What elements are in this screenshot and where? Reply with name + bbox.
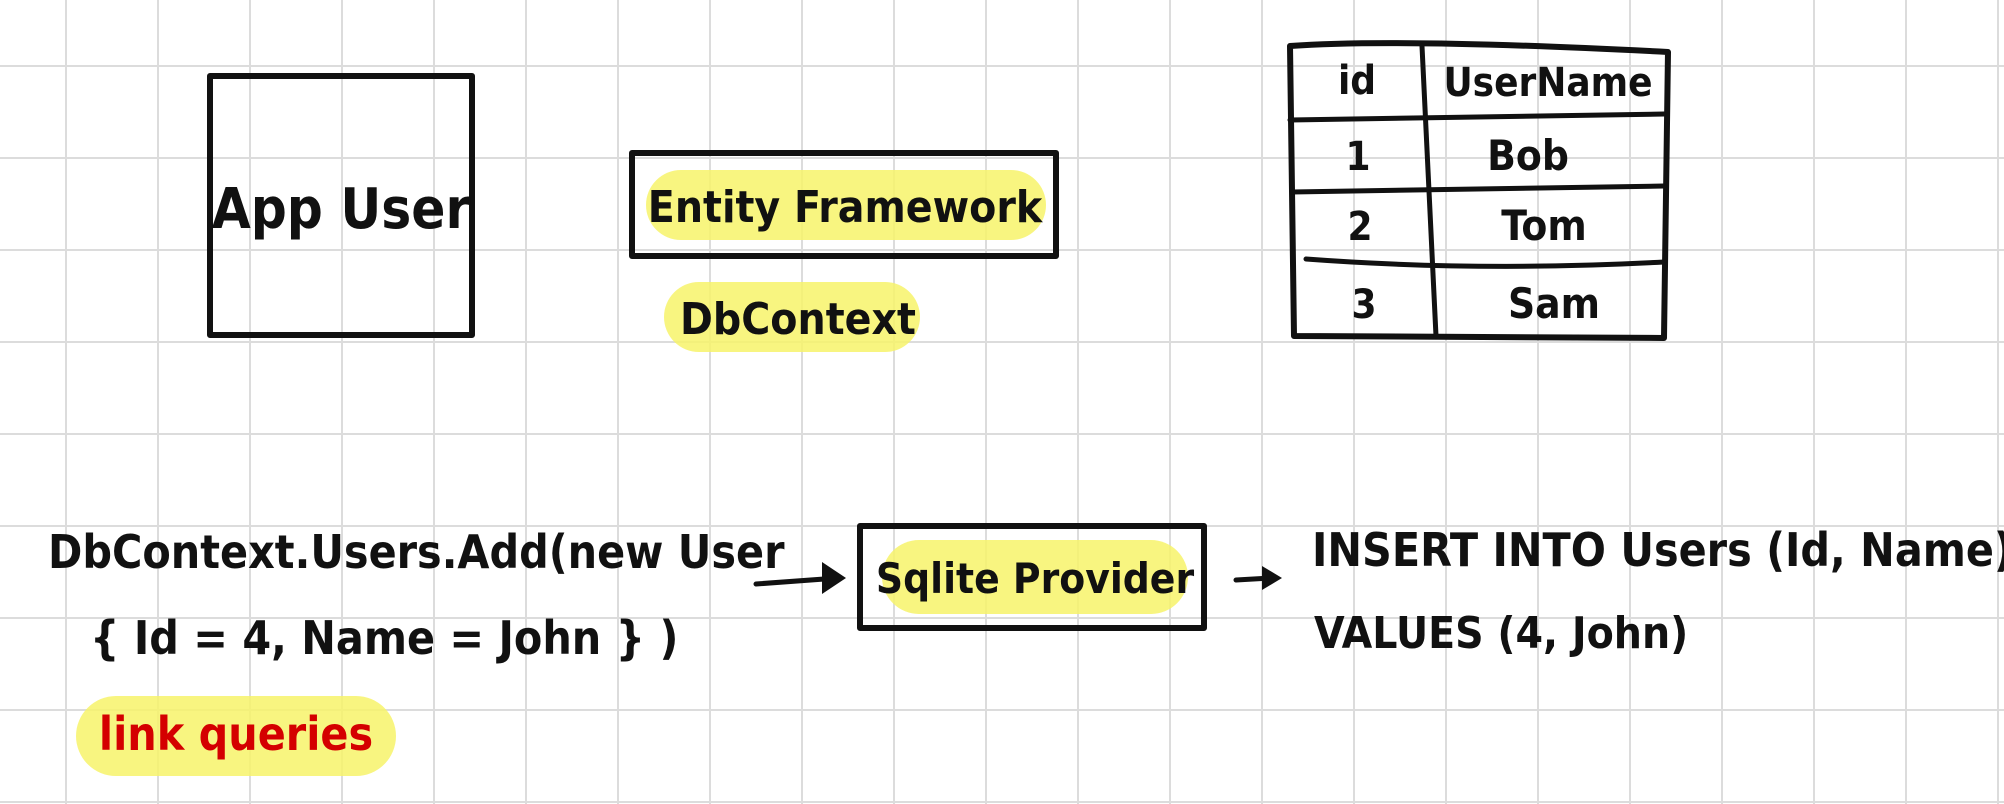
table-header-username: UserName	[1443, 60, 1652, 106]
code-snippet: DbContext.Users.Add(new User { Id = 4, N…	[48, 525, 785, 665]
app-user-box: App User	[207, 73, 475, 338]
table-cell-username: Sam	[1508, 279, 1600, 328]
dbcontext-tag: DbContext	[664, 282, 920, 352]
sql-line-1: INSERT INTO Users (Id, Name)	[1312, 523, 2004, 577]
sql-output: INSERT INTO Users (Id, Name) VALUES (4, …	[1312, 523, 2004, 659]
app-user-label: App User	[212, 177, 471, 242]
sqlite-provider-box: Sqlite Provider	[857, 523, 1207, 631]
users-table: id UserName 1 Bob 2 Tom 3 Sam	[1287, 40, 1671, 341]
table-cell-username: Bob	[1487, 131, 1569, 180]
linq-note-label: link queries	[99, 707, 373, 761]
entity-framework-box: Entity Framework	[629, 150, 1059, 259]
entity-framework-label: Entity Framework	[648, 182, 1044, 233]
sql-line-2: VALUES (4, John)	[1314, 608, 1688, 659]
arrow-right-icon	[1233, 566, 1282, 590]
table-cell-username: Tom	[1501, 201, 1587, 250]
linq-note: link queries	[76, 696, 396, 776]
table-cell-id: 1	[1345, 134, 1370, 180]
arrow-right-icon	[753, 562, 846, 594]
table-cell-id: 3	[1351, 282, 1376, 328]
dbcontext-label: DbContext	[680, 294, 916, 345]
code-line-2: { Id = 4, Name = John } )	[90, 611, 678, 665]
code-line-1: DbContext.Users.Add(new User	[48, 525, 785, 579]
table-cell-id: 2	[1347, 204, 1372, 250]
sqlite-provider-label: Sqlite Provider	[876, 554, 1195, 603]
table-header-id: id	[1338, 58, 1376, 104]
